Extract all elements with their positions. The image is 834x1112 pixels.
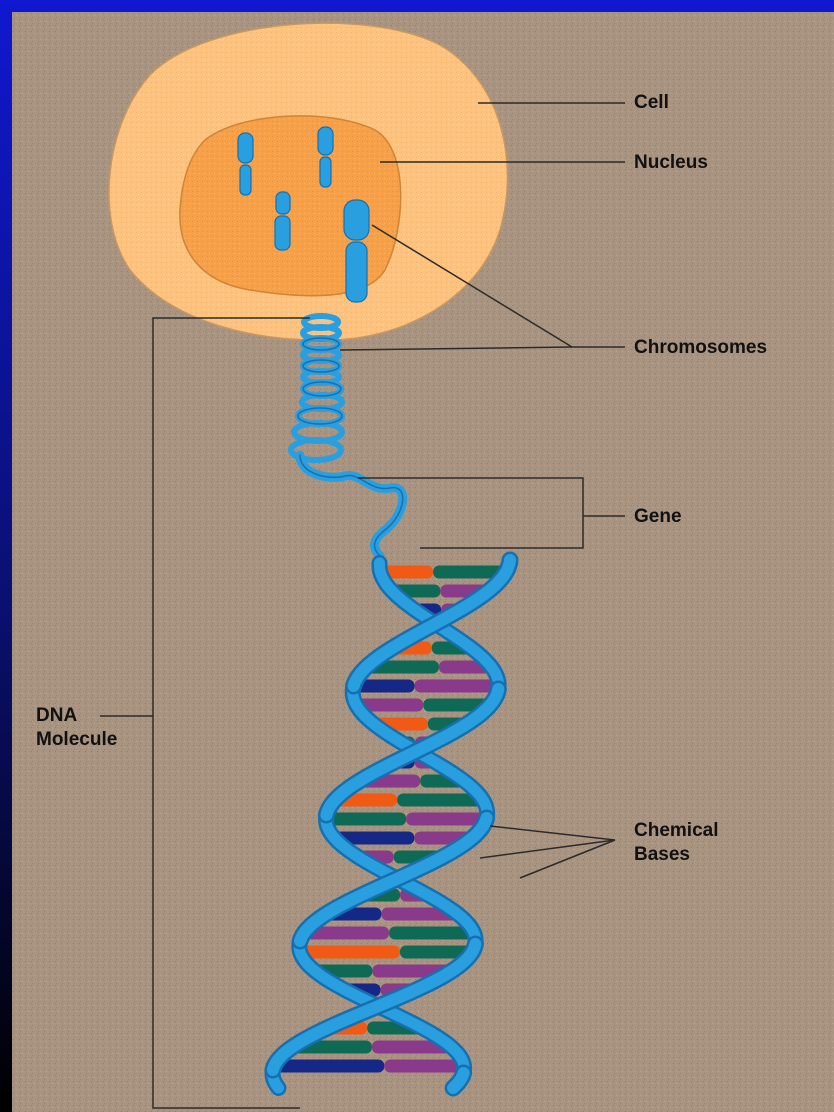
cell-label: Cell bbox=[634, 92, 669, 114]
gene-label: Gene bbox=[634, 506, 682, 528]
chromosomes-label: Chromosomes bbox=[634, 337, 767, 359]
chemical-bases-label-line1: Chemical bbox=[634, 820, 718, 842]
chemical-base bbox=[406, 813, 486, 826]
nucleus-label: Nucleus bbox=[634, 152, 708, 174]
chemical-base bbox=[300, 946, 400, 959]
chemical-base bbox=[389, 927, 474, 940]
chemical-base bbox=[326, 813, 406, 826]
chemical-base bbox=[414, 680, 498, 693]
chromosome bbox=[344, 200, 369, 302]
chemical-bases-label-line2: Bases bbox=[634, 844, 690, 866]
chemical-base bbox=[274, 1060, 384, 1073]
dna-molecule-label-line1: DNA bbox=[36, 705, 77, 727]
chemical-base bbox=[384, 1060, 464, 1073]
dna-molecule-label-line2: Molecule bbox=[36, 729, 117, 751]
chromosome bbox=[275, 192, 290, 250]
